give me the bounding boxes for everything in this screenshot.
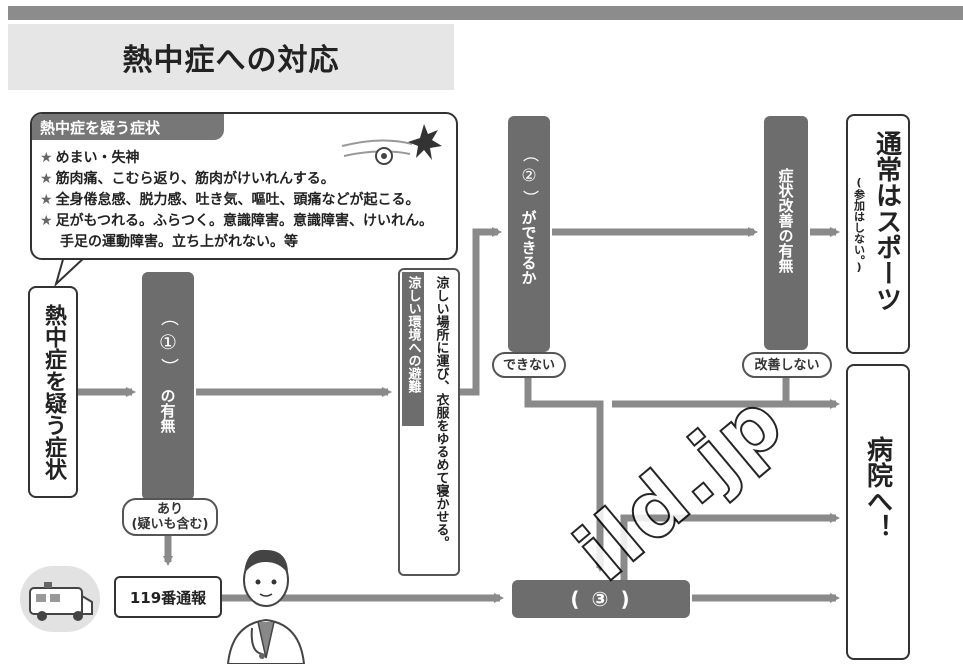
step2-label: ができるか	[519, 210, 538, 285]
title-banner: 熱中症への対応	[8, 24, 454, 90]
result-normal-sub: (参加はしない。)	[852, 176, 866, 274]
improve-no-badge: 改善しない	[742, 352, 832, 378]
ambulance-icon	[20, 566, 100, 632]
bubble-tail	[54, 255, 87, 288]
symptom-item: ★筋肉痛、こむら返り、筋肉がけいれんする。	[40, 171, 335, 187]
symptom-continuation: 手足の運動障害。立ち上がれない。等	[60, 234, 298, 250]
ball-icon	[341, 124, 442, 165]
result-hospital-label: 病院へ！	[862, 436, 893, 540]
improve-label: 症状改善の有無	[776, 168, 795, 273]
cool-text: 涼しい場所に運び、衣服をゆるめて寝かせる。	[433, 276, 449, 549]
arrow-12	[620, 513, 840, 580]
call-119-box: 119番通報	[114, 576, 222, 618]
step1-yes-badge: あり (疑いも含む)	[122, 498, 218, 536]
symptom-heading: 熱中症を疑う症状	[32, 114, 224, 140]
step2-no-badge: できない	[492, 352, 566, 378]
cool-tag: 涼しい環境への避難	[402, 272, 424, 426]
arrow-6	[524, 370, 605, 572]
step1-label: の有無	[158, 388, 177, 433]
sun-icon	[408, 124, 442, 160]
step1-box: （ ① ） の有無	[142, 272, 194, 500]
step3-number: ③	[591, 587, 611, 611]
symptom-list: ★めまい・失神 ★筋肉痛、こむら返り、筋肉がけいれんする。 ★全身倦怠感、脱力感…	[40, 148, 452, 253]
symptom-bubble: 熱中症を疑う症状 ★めまい・失神 ★筋肉痛、こむら返り、筋肉がけいれんする。 ★…	[30, 112, 458, 260]
result-normal-box: 通常はスポーツ (参加はしない。)	[846, 114, 910, 354]
symptom-item: ★めまい・失神	[40, 150, 140, 166]
step1-number: ①	[159, 330, 177, 354]
step2-number: ②	[521, 166, 537, 186]
top-bar	[8, 6, 963, 20]
symptom-item: ★全身倦怠感、脱力感、吐き気、嘔吐、頭痛などが起こる。	[40, 192, 420, 208]
symptom-item: ★足がもつれる。ふらつく。意識障害。意識障害、けいれん。	[40, 213, 434, 229]
arrow-3	[458, 227, 502, 396]
improve-box: 症状改善の有無	[764, 116, 808, 350]
cool-environment-box: 涼しい環境への避難 涼しい場所に運び、衣服をゆるめて寝かせる。	[398, 268, 460, 576]
result-hospital-box: 病院へ！	[846, 364, 910, 660]
step3-box: ( ③ )	[512, 580, 690, 618]
page-title: 熱中症への対応	[122, 43, 340, 78]
doctor-icon	[226, 549, 306, 664]
left-symptom-box: 熱中症を疑う症状	[28, 286, 78, 498]
step2-box: （ ② ） ができるか	[508, 116, 550, 352]
left-symptom-label: 熱中症を疑う症状	[41, 304, 66, 480]
result-normal-main: 通常はスポーツ	[871, 130, 902, 312]
